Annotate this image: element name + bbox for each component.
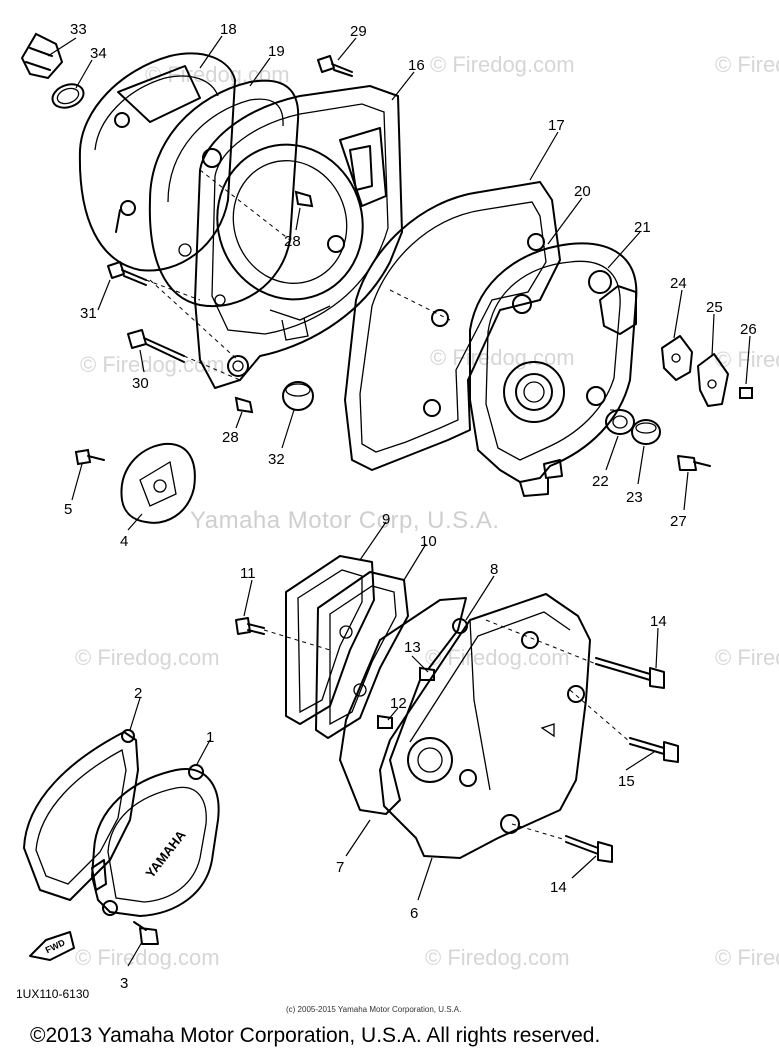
part-dowel-pin bbox=[419, 666, 435, 681]
part-bolt bbox=[595, 657, 665, 689]
callout-25: 25 bbox=[706, 299, 723, 316]
callout-30: 30 bbox=[132, 375, 149, 392]
cover-brand-text: YAMAHA bbox=[142, 827, 189, 881]
callout-23: 23 bbox=[626, 489, 643, 506]
callout-20: 20 bbox=[574, 183, 591, 200]
part-plug-cap bbox=[20, 32, 64, 80]
callout-19: 19 bbox=[268, 43, 285, 60]
part-plate bbox=[697, 353, 729, 407]
watermark-firedog: © Firedog.com bbox=[75, 645, 220, 670]
part-gasket bbox=[315, 571, 409, 739]
callout-21: 21 bbox=[634, 219, 651, 236]
part-bolt bbox=[629, 737, 679, 763]
part-generator-cover bbox=[78, 52, 236, 272]
watermark-firedog: © Firedog.com bbox=[715, 52, 779, 77]
part-plug bbox=[282, 381, 314, 411]
watermark-firedog: © Firedog.com bbox=[430, 345, 575, 370]
part-o-ring bbox=[51, 83, 85, 109]
callout-9: 9 bbox=[382, 511, 390, 528]
part-clutch-cover bbox=[469, 242, 638, 497]
callout-10: 10 bbox=[420, 533, 437, 550]
callout-17: 17 bbox=[548, 117, 565, 134]
watermark-company: Yamaha Motor Corp, U.S.A. bbox=[190, 507, 500, 534]
part-generator-gasket bbox=[148, 79, 300, 308]
callout-16: 16 bbox=[408, 57, 425, 74]
callout-12: 12 bbox=[390, 695, 407, 712]
callout-8: 8 bbox=[490, 561, 498, 578]
callout-28b: 28 bbox=[222, 429, 239, 446]
callout-29: 29 bbox=[350, 23, 367, 40]
callout-32: 32 bbox=[268, 451, 285, 468]
callout-27: 27 bbox=[670, 513, 687, 530]
callout-15: 15 bbox=[618, 773, 635, 790]
part-crankcase-cover-right bbox=[379, 593, 591, 859]
watermark-firedog: © Firedog.com bbox=[715, 645, 779, 670]
callout-3: 3 bbox=[120, 975, 128, 992]
forward-arrow: FWD bbox=[29, 931, 75, 961]
diagram-part-number: 1UX110-6130 bbox=[16, 987, 89, 1001]
part-screw bbox=[74, 448, 105, 466]
callout-11: 11 bbox=[240, 565, 256, 582]
part-generator-cover-yamaha: YAMAHA bbox=[91, 764, 220, 917]
watermark-firedog: © Firedog.com bbox=[145, 62, 290, 87]
callout-33: 33 bbox=[70, 21, 87, 38]
callout-31: 31 bbox=[80, 305, 97, 322]
part-bolt bbox=[677, 455, 711, 471]
part-cap bbox=[631, 419, 661, 445]
part-dowel-pin bbox=[234, 396, 254, 414]
part-gasket bbox=[285, 555, 375, 725]
callout-24: 24 bbox=[670, 275, 687, 292]
callout-28: 28 bbox=[284, 233, 301, 250]
callout-14b: 14 bbox=[550, 879, 567, 896]
callout-7: 7 bbox=[336, 859, 344, 876]
callout-34: 34 bbox=[90, 45, 107, 62]
callout-6: 6 bbox=[410, 905, 418, 922]
part-clutch-cover-gasket bbox=[344, 181, 561, 471]
part-bolt bbox=[133, 921, 159, 945]
callout-2: 2 bbox=[134, 685, 142, 702]
part-cover-plate bbox=[120, 442, 196, 524]
watermark-firedog: © Firedog.com bbox=[425, 945, 570, 970]
watermark-firedog: © Firedog.com bbox=[715, 945, 779, 970]
part-bolt bbox=[127, 329, 185, 363]
callout-4: 4 bbox=[120, 533, 128, 550]
watermark-firedog: © Firedog.com bbox=[425, 645, 570, 670]
watermark-firedog: © Firedog.com bbox=[430, 52, 575, 77]
part-bracket bbox=[661, 335, 693, 381]
copyright-footer: ©2013 Yamaha Motor Corporation, U.S.A. A… bbox=[30, 1024, 600, 1047]
copyright-small: (c) 2005-2015 Yamaha Motor Corporation, … bbox=[286, 1005, 461, 1014]
part-bolt bbox=[235, 617, 265, 635]
callout-13: 13 bbox=[404, 639, 421, 656]
watermark-firedog: © Firedog.com bbox=[75, 945, 220, 970]
part-bolt bbox=[565, 835, 613, 863]
part-bolt bbox=[107, 261, 147, 286]
leader-lines bbox=[47, 35, 751, 967]
callout-5: 5 bbox=[64, 501, 72, 518]
callout-1: 1 bbox=[206, 729, 214, 746]
part-bolt bbox=[317, 55, 353, 77]
part-dowel-pin bbox=[294, 190, 314, 208]
callout-26: 26 bbox=[740, 321, 757, 338]
callout-22: 22 bbox=[592, 473, 609, 490]
part-generator-cover-gasket bbox=[23, 729, 139, 901]
callout-numbers: 33 34 18 19 29 16 17 20 21 24 25 26 28 3… bbox=[64, 21, 757, 992]
callout-18: 18 bbox=[220, 21, 237, 38]
part-screw bbox=[739, 387, 753, 399]
callout-14: 14 bbox=[650, 613, 667, 630]
part-crankcase-cover-left bbox=[194, 85, 403, 389]
